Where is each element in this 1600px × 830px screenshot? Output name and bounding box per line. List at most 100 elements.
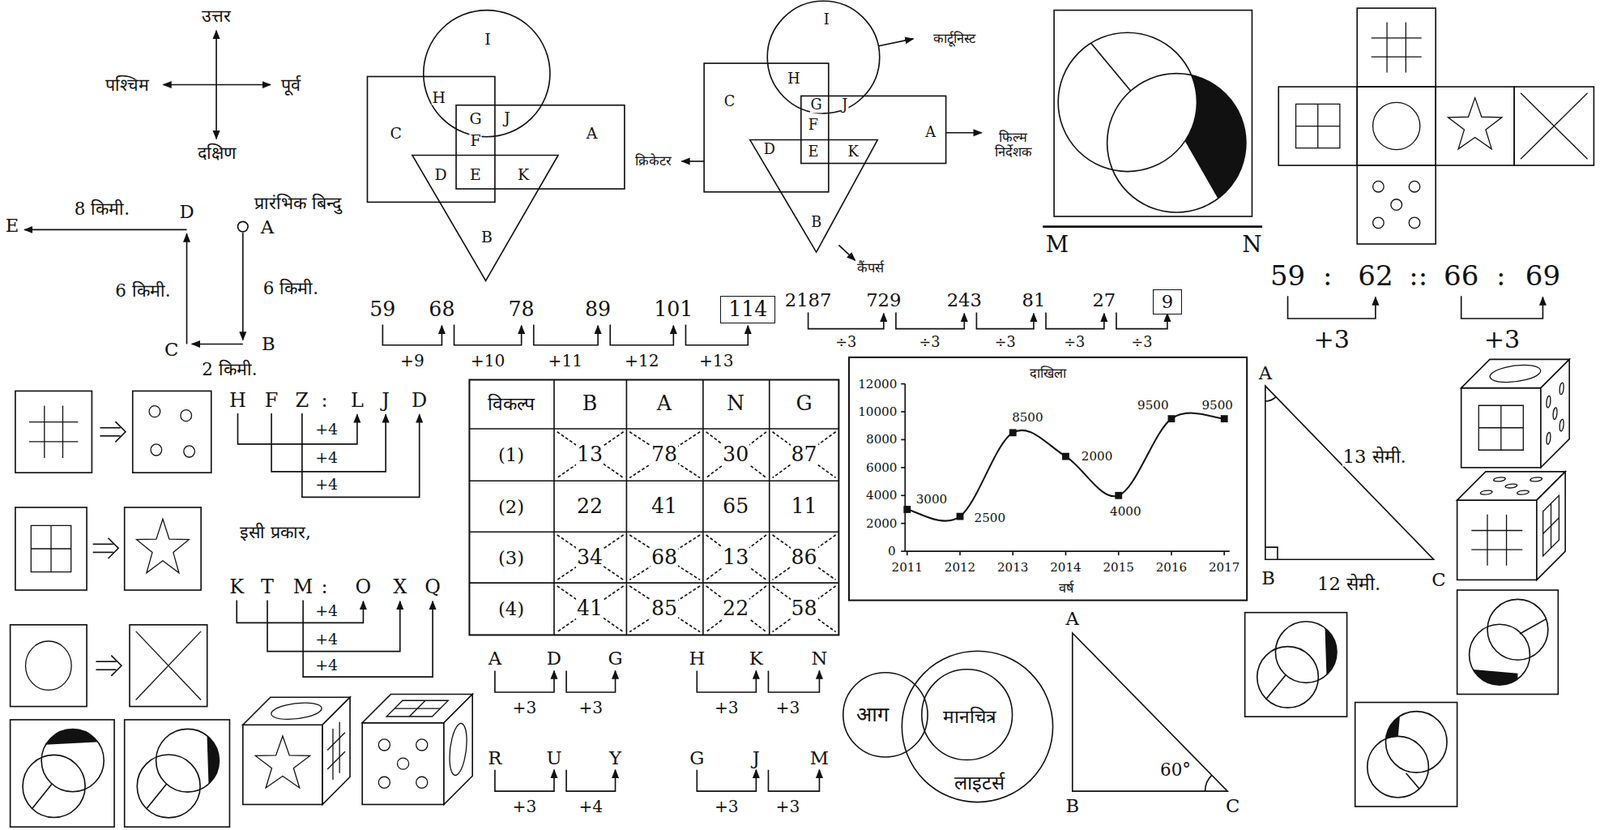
face-rect xyxy=(1478,405,1524,450)
node-text: आग xyxy=(856,703,889,726)
cross-out xyxy=(706,431,767,478)
bracket-arrow xyxy=(808,311,884,329)
label-text: M xyxy=(1045,232,1070,257)
node-text: 9 xyxy=(1161,291,1174,312)
axis-tick xyxy=(900,410,905,413)
cross-out xyxy=(557,534,624,580)
face-circle xyxy=(1478,490,1494,495)
label-text: D xyxy=(410,389,428,411)
label-text: 6000 xyxy=(865,460,898,475)
label-text: +3 xyxy=(512,698,538,717)
bracket-arrow xyxy=(494,769,555,791)
label-text: J xyxy=(503,108,512,126)
face-circle xyxy=(1408,217,1421,229)
face-circle xyxy=(1373,180,1385,192)
implies-arrow xyxy=(99,426,120,429)
data-marker xyxy=(1009,428,1017,436)
label-text: 2011 xyxy=(891,560,924,575)
black-segment xyxy=(1457,667,1519,694)
face-hash xyxy=(29,405,78,458)
face-circle xyxy=(378,776,390,788)
venn-circle xyxy=(1058,32,1197,171)
label-text: 101 xyxy=(652,298,694,321)
face-line xyxy=(1506,514,1507,566)
face-line xyxy=(1386,22,1387,73)
label-text: 2 किमी. xyxy=(200,359,258,380)
table-rule xyxy=(702,379,704,636)
axis-tick xyxy=(900,466,905,469)
cross-out xyxy=(557,431,624,478)
label-text: B xyxy=(480,228,494,246)
label-text: +13 xyxy=(698,351,735,370)
label-text: T xyxy=(260,576,275,598)
label-text: 60° xyxy=(1159,759,1192,780)
bracket-arrow xyxy=(302,600,433,677)
face-circle xyxy=(1373,102,1421,150)
divider-line xyxy=(1186,140,1219,199)
symbol-box xyxy=(129,624,208,707)
face-line xyxy=(29,421,78,423)
face-circle xyxy=(1482,364,1548,382)
face-line xyxy=(1296,125,1340,127)
label-text: K xyxy=(748,648,764,669)
figure-frame xyxy=(1457,589,1559,694)
node-text: 114 xyxy=(728,298,768,321)
face-circle xyxy=(1528,477,1545,482)
face-rect xyxy=(1296,103,1340,148)
label-text: 729 xyxy=(865,290,902,311)
label-text: 41 xyxy=(576,597,604,620)
label-text: B xyxy=(1260,567,1276,588)
label-text: 6 किमी. xyxy=(114,281,171,301)
face-line xyxy=(1520,93,1588,159)
label-text: 68 xyxy=(650,546,679,569)
label-text: क्रिकेटर xyxy=(634,153,673,169)
face-grid xyxy=(1478,405,1524,450)
table-rule xyxy=(553,379,555,636)
label-text: 0 xyxy=(887,544,897,559)
bracket-arrow xyxy=(494,670,555,692)
cross-out xyxy=(557,534,624,580)
black-segment xyxy=(30,719,115,746)
data-marker xyxy=(1114,491,1123,500)
label-text: 10000 xyxy=(857,405,898,419)
cube-front xyxy=(1461,388,1541,468)
cross-out xyxy=(772,431,836,478)
label-text: J xyxy=(751,746,761,768)
face-dots4 xyxy=(149,405,195,457)
label-text: U xyxy=(545,746,563,768)
label-text: Q xyxy=(423,576,442,598)
table-rule xyxy=(469,427,839,430)
label-text: 11 xyxy=(790,494,819,518)
label-text: M xyxy=(292,576,315,598)
face-dots5 xyxy=(378,738,427,788)
star-symbol xyxy=(1447,98,1502,150)
callout-arrow xyxy=(946,132,982,134)
label-text: 34 xyxy=(576,546,604,569)
face-line xyxy=(62,405,64,458)
implies-arrow xyxy=(93,551,114,554)
symbol-box xyxy=(1435,86,1515,166)
venn-circle xyxy=(1367,735,1430,798)
label-text: इसी प्रकार, xyxy=(238,523,312,543)
face-star xyxy=(136,518,190,572)
label-text: 12 सेमी. xyxy=(1316,573,1382,594)
face-circle xyxy=(1515,490,1532,495)
face-hash xyxy=(1371,22,1422,73)
bracket-arrow xyxy=(696,670,756,692)
face-star xyxy=(1447,98,1502,150)
bracket-arrow xyxy=(696,769,756,791)
label-text: 59 xyxy=(1269,261,1306,292)
cross-out xyxy=(772,585,836,632)
label-text: G xyxy=(794,392,813,415)
path-segment xyxy=(186,233,188,344)
label-text: A xyxy=(585,123,599,141)
answer-box: 9 xyxy=(1152,289,1182,315)
circle-mask xyxy=(1058,32,1197,171)
label-text: X xyxy=(392,576,408,598)
cross-out xyxy=(629,431,700,478)
label-text: N xyxy=(725,392,746,415)
face-line xyxy=(1471,529,1523,531)
chart-frame xyxy=(849,357,1247,601)
label-text: +4 xyxy=(314,601,339,619)
